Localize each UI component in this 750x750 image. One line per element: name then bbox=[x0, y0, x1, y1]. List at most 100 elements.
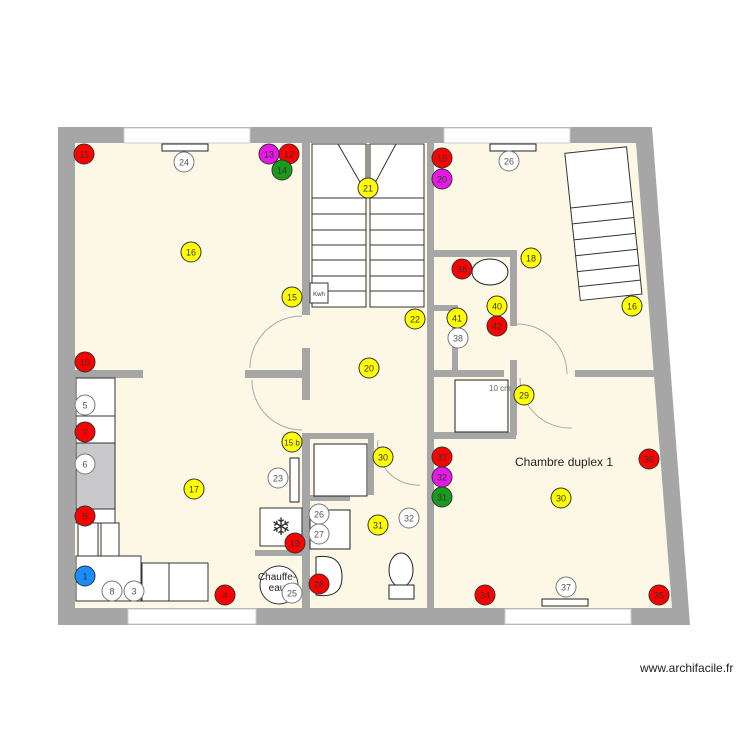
marker-green bbox=[271, 159, 293, 181]
marker-yellow bbox=[281, 431, 303, 453]
marker-magenta bbox=[431, 168, 453, 190]
marker-white bbox=[555, 576, 577, 598]
marker-yellow bbox=[550, 487, 572, 509]
marker-label: 21 bbox=[363, 184, 373, 194]
marker-red bbox=[308, 573, 330, 595]
marker-red bbox=[451, 258, 473, 280]
marker-label: 16 bbox=[186, 248, 196, 258]
marker-label: 37 bbox=[561, 583, 571, 593]
marker-white bbox=[281, 582, 303, 604]
marker-white bbox=[398, 507, 420, 529]
marker-red bbox=[638, 448, 660, 470]
marker-red bbox=[431, 147, 453, 169]
marker-yellow bbox=[357, 177, 379, 199]
marker-label: 32 bbox=[437, 473, 447, 483]
radiators bbox=[161, 143, 589, 607]
marker-red bbox=[74, 421, 96, 443]
water-heater-label-2: eau bbox=[269, 583, 286, 594]
marker-yellow bbox=[358, 357, 380, 379]
marker-label: 24 bbox=[179, 158, 189, 168]
marker-yellow bbox=[281, 286, 303, 308]
marker-label: 31 bbox=[437, 493, 447, 503]
marker-label: 20 bbox=[437, 175, 447, 185]
marker-white bbox=[74, 394, 96, 416]
marker-label: 6 bbox=[82, 460, 87, 470]
credit-link[interactable]: www.archifacile.fr bbox=[640, 661, 734, 675]
windows bbox=[123, 127, 632, 625]
marker-label: 28 bbox=[314, 580, 324, 590]
marker-white bbox=[173, 151, 195, 173]
marker-label: 25 bbox=[287, 589, 297, 599]
marker-white bbox=[498, 150, 520, 172]
marker-label: 19 bbox=[437, 154, 447, 164]
marker-label: 11 bbox=[79, 150, 88, 160]
marker-label: 15 b bbox=[284, 439, 300, 448]
marker-label: 8 bbox=[109, 587, 114, 597]
marker-label: 16 bbox=[627, 302, 637, 312]
meter-label: Kwh bbox=[313, 292, 325, 298]
marker-label: 20 bbox=[364, 364, 374, 374]
marker-label: 9 bbox=[82, 512, 87, 522]
marker-label: 29 bbox=[519, 391, 529, 401]
marker-label: 30 bbox=[378, 453, 388, 463]
marker-label: 35 bbox=[654, 591, 664, 601]
marker-label: 4 bbox=[222, 591, 227, 601]
marker-label: 3 bbox=[131, 587, 136, 597]
marker-label: 18 bbox=[526, 254, 536, 264]
marker-label: 42 bbox=[492, 322, 502, 332]
marker-label: 38 bbox=[453, 334, 463, 344]
water-heater-label: Chauffe- bbox=[258, 572, 296, 583]
marker-label: 13 bbox=[264, 150, 274, 160]
marker-label: 22 bbox=[410, 315, 420, 325]
marker-label: 34 bbox=[480, 591, 490, 601]
room-label-chambre-duplex: Chambre duplex 1 bbox=[515, 455, 613, 469]
marker-yellow bbox=[372, 446, 394, 468]
marker-label: 26 bbox=[314, 510, 324, 520]
marker-label: 23 bbox=[273, 474, 283, 484]
marker-white bbox=[447, 327, 469, 349]
bathroom-fixtures bbox=[309, 258, 509, 600]
electric-meter bbox=[309, 282, 329, 304]
marker-label: 5 bbox=[82, 401, 87, 411]
marker-red bbox=[284, 532, 306, 554]
marker-label: 31 bbox=[373, 521, 383, 531]
marker-label: 17 bbox=[189, 485, 199, 495]
marker-label: 19 bbox=[290, 539, 300, 549]
marker-green bbox=[431, 486, 453, 508]
marker-red bbox=[74, 505, 96, 527]
marker-label: 1 bbox=[82, 572, 87, 582]
snowflake-icon: ❄ bbox=[271, 514, 291, 541]
marker-blue bbox=[74, 565, 96, 587]
marker-red bbox=[74, 351, 96, 373]
marker-label: 36 bbox=[644, 455, 654, 465]
marker-yellow bbox=[513, 384, 535, 406]
marker-label: 38 bbox=[457, 265, 467, 275]
marker-label: 32 bbox=[404, 514, 414, 524]
marker-red bbox=[214, 584, 236, 606]
staircase-center bbox=[311, 143, 425, 308]
marker-yellow bbox=[367, 514, 389, 536]
marker-white bbox=[308, 523, 330, 545]
marker-red bbox=[486, 315, 508, 337]
marker-red bbox=[474, 584, 496, 606]
marker-yellow bbox=[404, 308, 426, 330]
marker-label: 33 bbox=[437, 453, 447, 463]
marker-label: 41 bbox=[452, 314, 462, 324]
interior-walls bbox=[75, 127, 655, 625]
marker-red bbox=[648, 584, 670, 606]
marker-label: 27 bbox=[314, 530, 324, 540]
marker-label: 12 bbox=[284, 150, 294, 160]
marker-yellow bbox=[180, 241, 202, 263]
marker-label: 40 bbox=[492, 302, 502, 312]
staircase-right bbox=[564, 146, 643, 302]
marker-magenta bbox=[258, 143, 280, 165]
marker-white bbox=[101, 580, 123, 602]
marker-yellow bbox=[520, 247, 542, 269]
marker-label: 30 bbox=[556, 494, 566, 504]
dimension-label: 10 cm bbox=[489, 384, 511, 393]
marker-label: 10 bbox=[80, 358, 90, 368]
marker-yellow bbox=[183, 478, 205, 500]
marker-white bbox=[123, 580, 145, 602]
